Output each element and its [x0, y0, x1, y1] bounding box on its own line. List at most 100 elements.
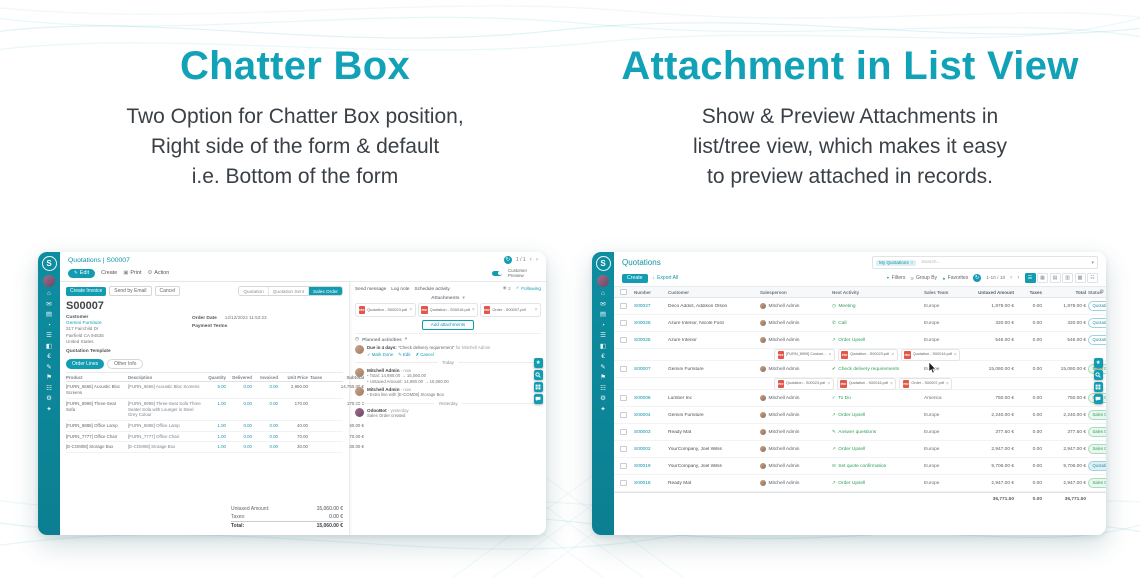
row-checkbox[interactable]	[620, 428, 627, 436]
remove-attachment-icon[interactable]	[409, 307, 412, 313]
attachment-chip[interactable]: Quotation - S00016.pdf	[900, 348, 961, 361]
app-logo-icon[interactable]: S	[595, 256, 611, 271]
apps-grid-icon[interactable]	[533, 382, 543, 392]
inventory-icon[interactable]: ☷	[600, 384, 606, 392]
apps-grid-icon[interactable]	[1093, 382, 1103, 392]
order-number[interactable]: S00026	[634, 320, 651, 326]
crm-icon[interactable]: ◔	[47, 321, 51, 329]
kanban-view-icon[interactable]: ▦	[1037, 273, 1048, 283]
sales-icon[interactable]: ☰	[600, 332, 606, 339]
attachment-chip[interactable]: Quotation - S00023.pdf	[774, 377, 834, 390]
edit-button[interactable]: Edit	[68, 268, 96, 278]
message-author[interactable]: OdooBot	[367, 408, 387, 414]
activity-cell[interactable]: ✓To Do	[832, 395, 922, 401]
order-line-row[interactable]: [FURN_8999] Three-Seat Sofa [FURN_8999] …	[66, 399, 364, 421]
sales-icon[interactable]: ☰	[46, 332, 52, 339]
attachment-chip[interactable]: Quotation - S00016.pdf	[836, 377, 897, 390]
activity-cell[interactable]: ✎Answer questions	[832, 429, 922, 435]
col-taxes[interactable]: Taxes	[310, 374, 323, 380]
discuss-icon[interactable]: ✉	[600, 300, 606, 308]
project-icon[interactable]: ⚑	[46, 374, 52, 381]
activity-cell[interactable]: ◷Meeting	[832, 303, 922, 309]
accounting-icon[interactable]: €	[47, 353, 51, 360]
apps-icon[interactable]: ✦	[46, 405, 52, 413]
planned-activities-header[interactable]: Planned activities	[355, 332, 541, 343]
attachment-chip[interactable]: Order - S00007.pdf	[480, 303, 542, 318]
user-avatar[interactable]	[43, 274, 55, 287]
export-all-button[interactable]: Export All	[653, 275, 678, 281]
search-icon[interactable]	[533, 370, 543, 380]
customer-link[interactable]: Gemini Furniture	[66, 321, 102, 327]
activity-cell[interactable]: ↗Order Upsell	[832, 412, 922, 418]
order-number[interactable]: S00003	[634, 429, 651, 435]
activity-cell[interactable]: ↗Order Upsell	[832, 446, 922, 452]
search-dropdown-icon[interactable]	[1091, 260, 1094, 266]
favorites-button[interactable]: Favorites	[942, 275, 969, 281]
star-icon[interactable]: ★	[1093, 358, 1103, 368]
order-number[interactable]: S00027	[634, 303, 651, 309]
print-menu[interactable]: Print	[123, 270, 141, 276]
search-facet[interactable]: My Quotations	[876, 259, 917, 266]
pager-prev-icon[interactable]	[530, 257, 532, 264]
cancel-button[interactable]: Cancel	[154, 286, 181, 297]
attachments-header[interactable]: Attachments	[355, 294, 541, 301]
customer-preview-toggle[interactable]	[492, 270, 502, 276]
activity-cell[interactable]: ↗Order Upsell	[832, 337, 922, 343]
row-checkbox[interactable]	[620, 411, 627, 419]
attachment-chip[interactable]: Order - S00007.pdf	[899, 377, 953, 390]
send-message-button[interactable]: Send message	[355, 285, 387, 291]
col-number[interactable]: Number	[634, 289, 652, 295]
star-icon[interactable]: ★	[533, 358, 543, 368]
col-quantity[interactable]: Quantity	[208, 374, 226, 380]
schedule-activity-button[interactable]: Schedule activity	[414, 285, 450, 291]
search-bar[interactable]: My Quotations	[872, 256, 1098, 269]
status-sales-order[interactable]: Sales Order	[307, 287, 342, 296]
col-product[interactable]: Product	[66, 374, 83, 380]
row-checkbox[interactable]	[620, 394, 627, 402]
status-quotation-sent[interactable]: Quotation Sent	[267, 287, 308, 296]
activity-cell[interactable]: ✆Call	[832, 320, 922, 326]
inventory-icon[interactable]: ☷	[46, 384, 52, 392]
order-number[interactable]: S00018	[634, 480, 651, 486]
remove-attachment-icon[interactable]	[891, 352, 894, 358]
project-icon[interactable]: ⚑	[600, 374, 606, 381]
list-view-icon[interactable]: ☰	[1024, 273, 1036, 283]
user-avatar[interactable]	[597, 274, 609, 287]
dashboard-icon[interactable]: ◧	[45, 342, 53, 350]
quotation-row[interactable]: S00025 Azure Interior Mitchell Admin ↗Or…	[614, 332, 1106, 349]
row-checkbox[interactable]	[620, 479, 627, 487]
col-invoiced[interactable]: Invoiced	[260, 374, 278, 380]
quotation-row[interactable]: S00027 Deco Addict, Addison Olson Mitche…	[614, 298, 1106, 315]
group-by-button[interactable]: Group By	[910, 275, 937, 281]
calendar-view-icon[interactable]: ▩	[1074, 273, 1086, 283]
search-input[interactable]	[919, 259, 1089, 266]
breadcrumb[interactable]: Quotations | S00007	[68, 256, 130, 264]
order-line-row[interactable]: [FURN_6666] Acoustic Bloc Screens [FURN_…	[66, 382, 364, 399]
col-customer[interactable]: Customer	[668, 289, 690, 295]
order-line-row[interactable]: [FURN_8888] Office Lamp [FURN_8888] Offi…	[66, 421, 364, 432]
col-description[interactable]: Description	[128, 374, 153, 380]
accounting-icon[interactable]: €	[601, 353, 605, 360]
order-line-row[interactable]: [E-COM08] Storage Box [E-COM08] Storage …	[66, 442, 364, 454]
remove-attachment-icon[interactable]	[946, 381, 949, 387]
row-checkbox[interactable]	[620, 462, 627, 470]
following-button[interactable]: Following	[516, 285, 541, 291]
discuss-icon[interactable]: ✉	[46, 300, 52, 308]
edit-activity-button[interactable]: Edit	[398, 352, 411, 358]
order-number[interactable]: S00006	[634, 395, 651, 401]
col-taxes[interactable]: Taxes	[1029, 289, 1042, 295]
apps-icon[interactable]: ✦	[600, 405, 606, 413]
attachment-chip[interactable]: Quotation - S00023.pdf	[355, 303, 416, 318]
app-logo-icon[interactable]: S	[41, 256, 57, 271]
graph-view-icon[interactable]: ▥	[1062, 273, 1073, 283]
col-next-activity[interactable]: Next Activity	[832, 289, 860, 295]
col-unit-price[interactable]: Unit Price	[287, 374, 309, 380]
create-button[interactable]: Create	[101, 270, 118, 277]
chat-bubble-icon[interactable]	[533, 394, 543, 404]
pager-prev-icon[interactable]	[1010, 275, 1012, 282]
col-subtotal[interactable]: Subtotal	[346, 374, 364, 380]
order-number[interactable]: S00025	[634, 337, 651, 343]
notes-icon[interactable]: ✎	[600, 363, 606, 371]
add-attachments-button[interactable]: Add attachments	[421, 319, 475, 330]
order-number[interactable]: S00007	[634, 366, 651, 372]
